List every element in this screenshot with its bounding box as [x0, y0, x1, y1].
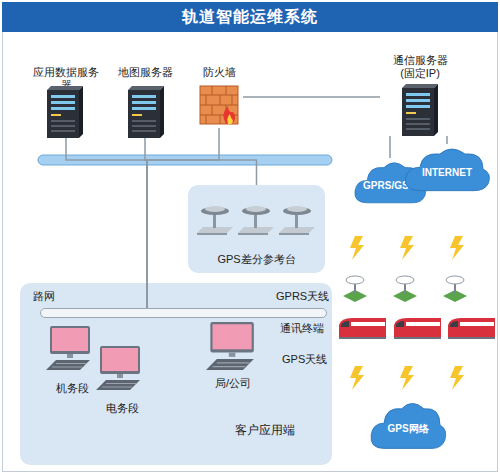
connector-line	[243, 96, 380, 98]
group-region: 客户应用端 路网机务段电务段 局/公司	[20, 283, 332, 465]
node-label: GPS网络	[387, 422, 428, 435]
node-label: 机务段	[42, 382, 102, 395]
client-node: 电务段	[92, 342, 152, 415]
title-bar: 轨道智能运维系统	[2, 2, 498, 32]
node-label: 通信服务器 (固定IP)	[389, 54, 451, 80]
cloud-outline	[371, 403, 446, 448]
node-label: 地图服务器	[118, 66, 173, 79]
node-label: 防火墙	[203, 66, 236, 79]
cloud-outline	[405, 149, 489, 191]
server-node: 地图服务器	[115, 66, 175, 138]
connector-line	[145, 138, 147, 308]
connector-line	[147, 160, 257, 308]
server-node: 通信服务器 (固定IP)	[380, 54, 460, 136]
row-label: GPRS天线	[276, 289, 329, 304]
connector-line	[147, 128, 219, 308]
connector-line	[446, 136, 448, 144]
client-node: 局/公司	[198, 318, 268, 390]
cloud-node: GPS网络	[368, 398, 448, 452]
row-label: 通讯终端	[280, 321, 324, 336]
network-bar: 路网	[40, 308, 327, 318]
node-label: GPS差分参考台	[188, 253, 325, 266]
firewall-node: 防火墙	[195, 66, 243, 128]
node-label: 应用数据服务器	[30, 66, 102, 92]
node-label: INTERNET	[422, 166, 472, 179]
node-label: 客户应用端	[235, 424, 295, 437]
group-panel: GPS差分参考台	[188, 185, 325, 273]
server-node: 应用数据服务器	[30, 66, 102, 138]
client-node: 机务段	[42, 322, 102, 395]
node-label: 局/公司	[198, 377, 268, 390]
connector-line	[389, 136, 391, 158]
row-label: GPS天线	[282, 352, 327, 367]
cloud-node: INTERNET	[402, 144, 492, 194]
node-label: 路网	[33, 290, 55, 303]
connector-line	[66, 138, 147, 308]
diagram-title: 轨道智能运维系统	[182, 7, 318, 28]
node-label: 电务段	[92, 402, 152, 415]
